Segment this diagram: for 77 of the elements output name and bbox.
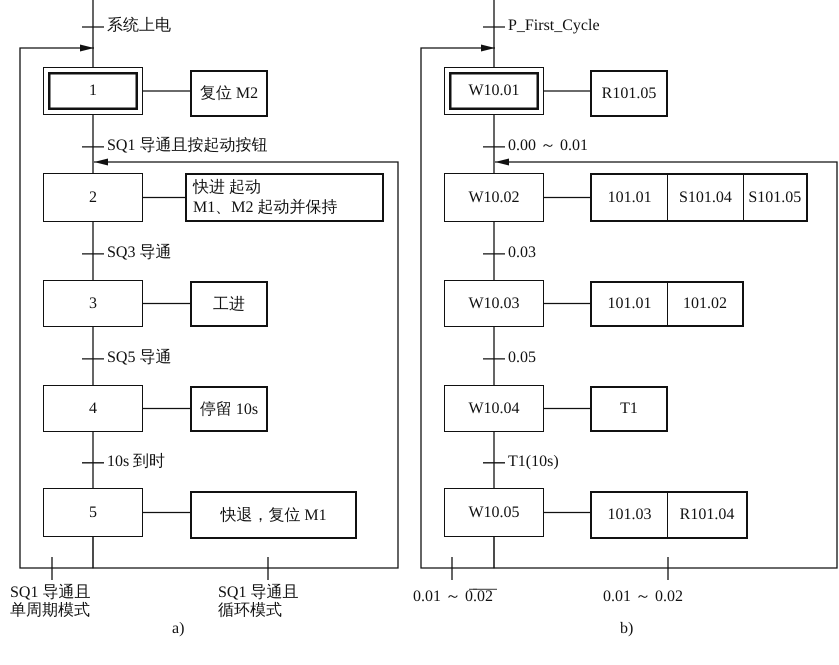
step-box	[444, 488, 544, 537]
action-box	[190, 70, 268, 117]
step-label: 4	[89, 400, 97, 418]
step-label: 5	[89, 504, 97, 522]
action-text: R101.04	[680, 506, 734, 524]
loop-arrow	[92, 158, 399, 569]
connector-line	[143, 302, 190, 304]
action-box	[590, 281, 744, 327]
connector-line	[92, 0, 94, 67]
action-text: R101.05	[602, 84, 656, 102]
connector-line	[544, 302, 590, 304]
transition-condition: SQ5 导通	[107, 348, 172, 368]
step-label: W10.04	[468, 400, 520, 418]
action-text: 停留 10s	[200, 400, 258, 420]
step-label: W10.02	[468, 188, 520, 206]
action-text: S101.04	[678, 188, 732, 206]
action-box	[185, 173, 384, 222]
connector-line	[92, 327, 94, 385]
transition-condition: T1(10s)	[508, 452, 559, 472]
transition-condition: P_First_Cycle	[508, 17, 600, 36]
action-text: 101.01	[608, 188, 652, 206]
connector-line	[493, 0, 495, 67]
transition-condition: SQ3 导通	[107, 244, 172, 262]
action-text: M1、M2 起动并保持	[193, 198, 338, 217]
connector-line	[92, 222, 94, 280]
connector-line	[544, 90, 590, 92]
action-text: 快进 起动	[193, 178, 261, 198]
connector-line	[143, 196, 185, 198]
step-box	[444, 280, 544, 327]
step-box	[43, 385, 143, 432]
action-text: T1	[620, 400, 638, 418]
loop-arrow	[19, 44, 94, 569]
action-box	[190, 386, 268, 432]
step-label: 3	[89, 294, 97, 312]
step-box	[444, 385, 544, 432]
initial-step-box	[43, 67, 143, 115]
connector-line	[493, 327, 495, 385]
loop-arrow	[420, 44, 495, 569]
action-text: 101.02	[683, 295, 727, 313]
connector-line	[92, 432, 94, 488]
loop-arrow	[493, 158, 838, 569]
connector-line	[544, 512, 590, 514]
initial-step-box	[444, 67, 544, 115]
transition-condition: 10s 到时	[107, 452, 166, 472]
step-label: W10.01	[468, 82, 520, 100]
connector-line	[544, 408, 590, 410]
step-box	[444, 173, 544, 222]
action-text: S101.05	[748, 188, 802, 206]
action-box	[190, 491, 357, 539]
connector-line	[143, 512, 190, 514]
panel-caption: b)	[620, 620, 634, 638]
action-text: 复位 M2	[200, 84, 258, 104]
action-text: 工进	[213, 294, 245, 314]
step-box	[43, 173, 143, 222]
action-box	[590, 70, 668, 117]
action-box	[590, 386, 668, 432]
step-box	[43, 280, 143, 327]
action-box	[190, 281, 268, 327]
action-text: 101.03	[608, 506, 652, 524]
step-box	[43, 488, 143, 537]
connector-line	[493, 115, 495, 173]
step-label: W10.03	[468, 294, 520, 312]
connector-line	[143, 90, 190, 92]
step-label: 2	[89, 188, 97, 206]
connector-line	[493, 432, 495, 488]
transition-condition: SQ1 导通且按起动按钮	[107, 136, 268, 156]
action-box	[590, 491, 748, 539]
action-text: 101.01	[608, 295, 652, 313]
connector-line	[493, 222, 495, 280]
action-text: 快退，复位 M1	[220, 506, 327, 526]
step-label: W10.05	[468, 504, 520, 522]
connector-line	[143, 408, 190, 410]
action-box	[590, 173, 808, 222]
connector-line	[544, 196, 590, 198]
step-label: 1	[89, 82, 97, 100]
panel-caption: a)	[172, 620, 184, 638]
connector-line	[92, 115, 94, 173]
